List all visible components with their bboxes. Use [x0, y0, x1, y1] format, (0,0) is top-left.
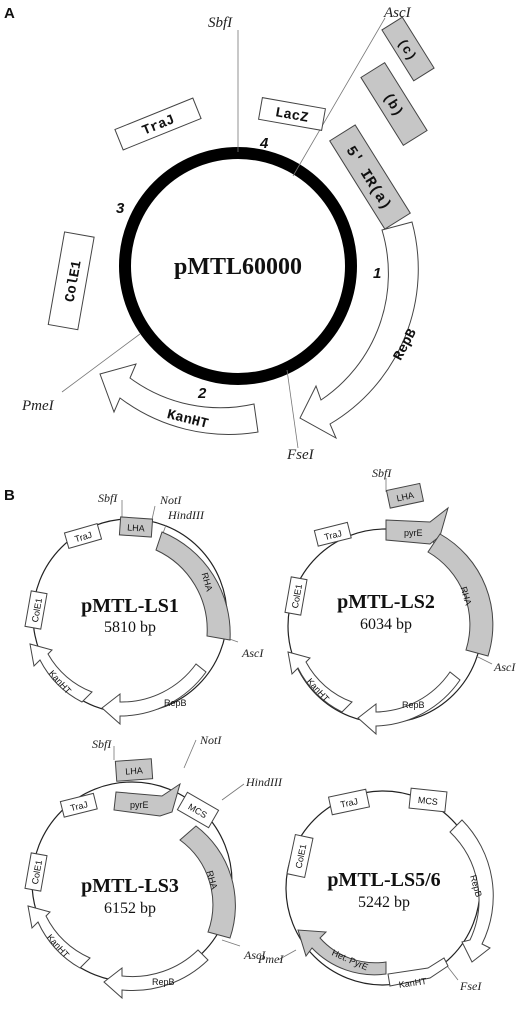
- pmtl60000-name: pMTL60000: [174, 254, 302, 280]
- traj-feature: TraJ: [114, 97, 202, 151]
- ls1-sbfi-label: SbfI: [98, 491, 118, 505]
- lacz-feature: LacZ: [257, 97, 327, 131]
- ls2-asci-label: AscI: [493, 660, 516, 674]
- module-number-1: 1: [373, 265, 381, 282]
- ls56-hetpyre-arrow: [297, 929, 387, 976]
- module-number-2: 2: [197, 385, 207, 402]
- lacz-label: LacZ: [274, 105, 310, 127]
- ls2-traj-label: TraJ: [323, 528, 343, 542]
- fsei-site-line: [286, 369, 299, 449]
- ls3-lha-label: LHA: [125, 765, 143, 776]
- ls2-lha-label: LHA: [396, 490, 415, 503]
- ls1-repb-label: RepB: [164, 698, 187, 708]
- ls1-name: pMTL-LS1: [81, 595, 179, 617]
- ls56-kanht-arrow: [387, 957, 449, 987]
- ls1-asci-label: AscI: [241, 646, 264, 660]
- ls3-pyre-arrow: [113, 782, 181, 817]
- pmei-site-line: [61, 333, 141, 393]
- ls2-cole1-label: ColE1: [290, 583, 304, 609]
- ls1-kanht-arrow: [29, 643, 93, 703]
- module-number-4: 4: [259, 135, 269, 152]
- repb-arrow: [299, 221, 419, 440]
- pmtl-ls3-map: SbfI NotI HindIII AscI LHA TraJ pyrE MCS…: [24, 733, 283, 1000]
- pmei-label: PmeI: [21, 398, 55, 414]
- ls56-kanht-label: KanHT: [398, 976, 428, 990]
- ls3-noti-label: NotI: [199, 733, 222, 747]
- ls2-name: pMTL-LS2: [337, 591, 435, 613]
- ls3-traj-label: TraJ: [69, 799, 89, 813]
- asci-label: AscI: [383, 5, 412, 21]
- panel-label-a: A: [4, 5, 15, 22]
- fsei-label: FseI: [286, 447, 315, 463]
- ls1-repb-arrow: [101, 663, 207, 726]
- ls1-lha-label: LHA: [127, 522, 145, 533]
- ls56-cole1-label: ColE1: [294, 843, 309, 869]
- asci-site-line: [292, 17, 386, 177]
- ls3-repb-arrow: [103, 949, 209, 1000]
- cole1-label: ColE1: [63, 259, 86, 303]
- ls3-size: 6152 bp: [104, 900, 156, 917]
- ls3-rha-feature: [179, 825, 236, 939]
- ls56-fsei-label: FseI: [459, 979, 482, 993]
- pmtl-ls2-map: SbfI AscI LHA TraJ pyrE RHA ColE1 KanHT …: [284, 466, 516, 736]
- ls2-sbfi-label: SbfI: [372, 466, 392, 480]
- ls56-name: pMTL-LS5/6: [327, 869, 440, 891]
- ls2-size: 6034 bp: [360, 616, 412, 633]
- ls3-name: pMTL-LS3: [81, 875, 179, 897]
- ls3-asci-label: AscI: [243, 948, 266, 962]
- ls1-noti-label: NotI: [159, 493, 182, 507]
- ls56-traj-label: TraJ: [340, 796, 359, 809]
- pmtl-ls56-map: PmeI FseI TraJ MCS RepB ColE1 Het. PyrE …: [257, 787, 494, 993]
- ls2-pyre-label: pyrE: [404, 528, 423, 538]
- ls56-mcs-label: MCS: [417, 795, 438, 807]
- pmtl-ls1-map: SbfI NotI HindIII AscI TraJ LHA RHA ColE…: [24, 491, 264, 726]
- kanht-arrow: [99, 363, 259, 435]
- ls3-hindiii-label: HindIII: [245, 775, 283, 789]
- ls1-rha-feature: [155, 531, 231, 641]
- ls1-hindiii-label: HindIII: [167, 508, 205, 522]
- ls56-pmei-label: PmeI: [257, 952, 284, 966]
- sbfi-label: SbfI: [208, 15, 233, 31]
- ls3-pyre-label: pyrE: [130, 800, 149, 810]
- ls1-size: 5810 bp: [104, 619, 156, 636]
- ls3-cole1-label: ColE1: [30, 859, 44, 885]
- panel-label-b: B: [4, 487, 15, 504]
- ls3-sbfi-label: SbfI: [92, 737, 112, 751]
- module-number-3: 3: [116, 200, 125, 217]
- ls3-kanht-arrow: [27, 905, 91, 969]
- ls56-repb-arrow: [449, 819, 494, 963]
- ls2-repb-arrow: [357, 671, 461, 736]
- ls2-kanht-arrow: [287, 651, 353, 713]
- pmtl60000-backbone: [119, 147, 357, 385]
- ls2-rha-feature: [427, 533, 494, 657]
- ls1-cole1-label: ColE1: [30, 597, 44, 623]
- ls3-repb-label: RepB: [152, 977, 175, 987]
- ls1-traj-label: TraJ: [73, 530, 93, 544]
- ls2-repb-label: RepB: [402, 700, 425, 710]
- cole1-feature: ColE1: [47, 231, 95, 331]
- ls56-size: 5242 bp: [358, 894, 410, 911]
